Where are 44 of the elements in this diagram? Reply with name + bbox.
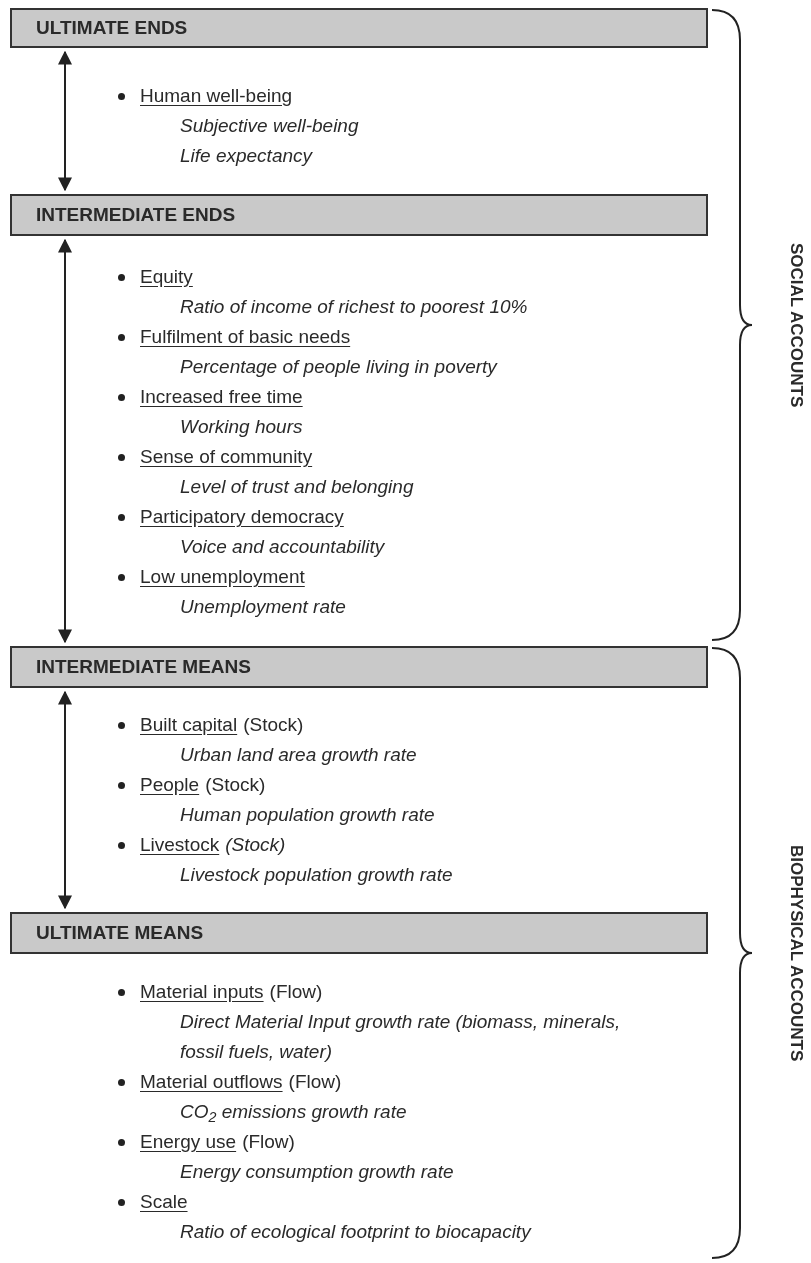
item-heading: Material inputs [140, 980, 264, 1004]
indicator-text: Ratio of ecological footprint to biocapacity [180, 1220, 533, 1244]
indicator-text: Direct Material Input growth rate (biomass, minerals, fossil fuels, water) [180, 1010, 622, 1064]
item-type: (Flow) [242, 1130, 295, 1154]
item-heading: Low unemployment [140, 565, 305, 589]
group-label: SOCIAL ACCOUNTS [785, 242, 807, 408]
indicator-text: Subjective well-being [180, 114, 360, 138]
double-arrow [58, 690, 72, 910]
item-type: (Flow) [288, 1070, 342, 1094]
section-header: INTERMEDIATE ENDS [10, 194, 708, 236]
double-arrow [58, 50, 72, 192]
indicator-text: Life expectancy [180, 144, 314, 168]
indicator-text: Ratio of income of richest to poorest 10% [180, 295, 529, 319]
indicator-text: Energy consumption growth rate [180, 1160, 455, 1184]
item-heading: Sense of community [140, 445, 313, 469]
item-heading: Human well-being [140, 84, 293, 108]
indicator-text: Livestock population growth rate [180, 863, 454, 887]
item-type: (Stock) [205, 773, 266, 797]
item-heading: People [140, 773, 200, 797]
indicator-text: Unemployment rate [180, 595, 347, 619]
indicator-text: Human population growth rate [180, 803, 436, 827]
item-type: (Stock) [225, 833, 286, 857]
item-heading: Energy use [140, 1130, 237, 1154]
section-header: ULTIMATE ENDS [10, 8, 708, 48]
indicator-text: CO$_{2}$ emissions growth rate [180, 1100, 408, 1127]
item-heading: Participatory democracy [140, 505, 344, 529]
item-type: (Flow) [269, 980, 323, 1004]
item-type: (Stock) [243, 713, 304, 737]
item-heading: Livestock [140, 833, 220, 857]
indicator-text: Working hours [180, 415, 304, 439]
indicator-text: Voice and accountability [180, 535, 386, 559]
item-heading: Material outflows [140, 1070, 283, 1094]
section-header: INTERMEDIATE MEANS [10, 646, 708, 688]
item-heading: Fulfilment of basic needs [140, 325, 351, 349]
indicator-text: Urban land area growth rate [180, 743, 418, 767]
group-label: BIOPHYSICAL ACCOUNTS [785, 844, 807, 1062]
double-arrow [58, 238, 72, 644]
indicator-text: Level of trust and belonging [180, 475, 415, 499]
indicator-text: Percentage of people living in poverty [180, 355, 499, 379]
item-heading: Increased free time [140, 385, 303, 409]
item-heading: Equity [140, 265, 193, 289]
item-heading: Scale [140, 1190, 188, 1214]
item-heading: Built capital [140, 713, 238, 737]
section-header: ULTIMATE MEANS [10, 912, 708, 954]
